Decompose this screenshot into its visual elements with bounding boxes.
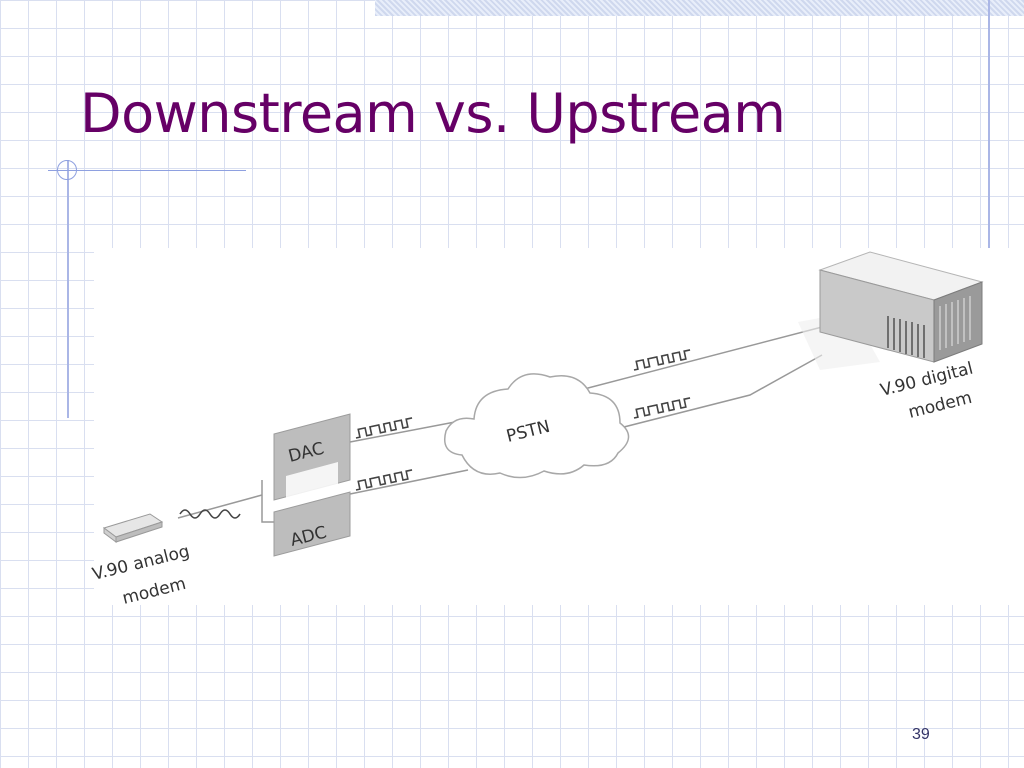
connection-lines [177, 326, 823, 523]
title-underline [48, 170, 246, 171]
pstn-to-digital-line-lower [619, 354, 823, 429]
digital-modem-label-line2: modem [906, 388, 974, 423]
pulse-train-lower [633, 397, 691, 419]
page-number: 39 [912, 726, 930, 743]
adc-box [273, 491, 351, 557]
pstn-to-digital-line-upper [564, 326, 823, 395]
slide-title: Downstream vs. Upstream [80, 82, 786, 145]
analog-line [177, 494, 263, 519]
digital-signals [355, 349, 691, 491]
pulse-train-dac [355, 417, 413, 439]
pulse-train-adc [355, 469, 413, 491]
digital-modem-server [798, 251, 984, 370]
right-decor-rule [988, 0, 990, 248]
converter-bracket [261, 480, 278, 523]
analog-modem-label-line2: modem [120, 574, 188, 609]
top-decor-band [375, 0, 1024, 16]
analog-wave [179, 509, 241, 519]
adc-to-pstn-line [349, 469, 469, 495]
left-decor-rule [67, 160, 69, 418]
title-decor-circle [57, 160, 77, 180]
dac-to-pstn-line [349, 421, 456, 443]
pulse-train-upper [633, 349, 691, 371]
pstn-cloud [444, 373, 630, 479]
converter-block [273, 413, 351, 557]
analog-modem-device [102, 513, 164, 543]
